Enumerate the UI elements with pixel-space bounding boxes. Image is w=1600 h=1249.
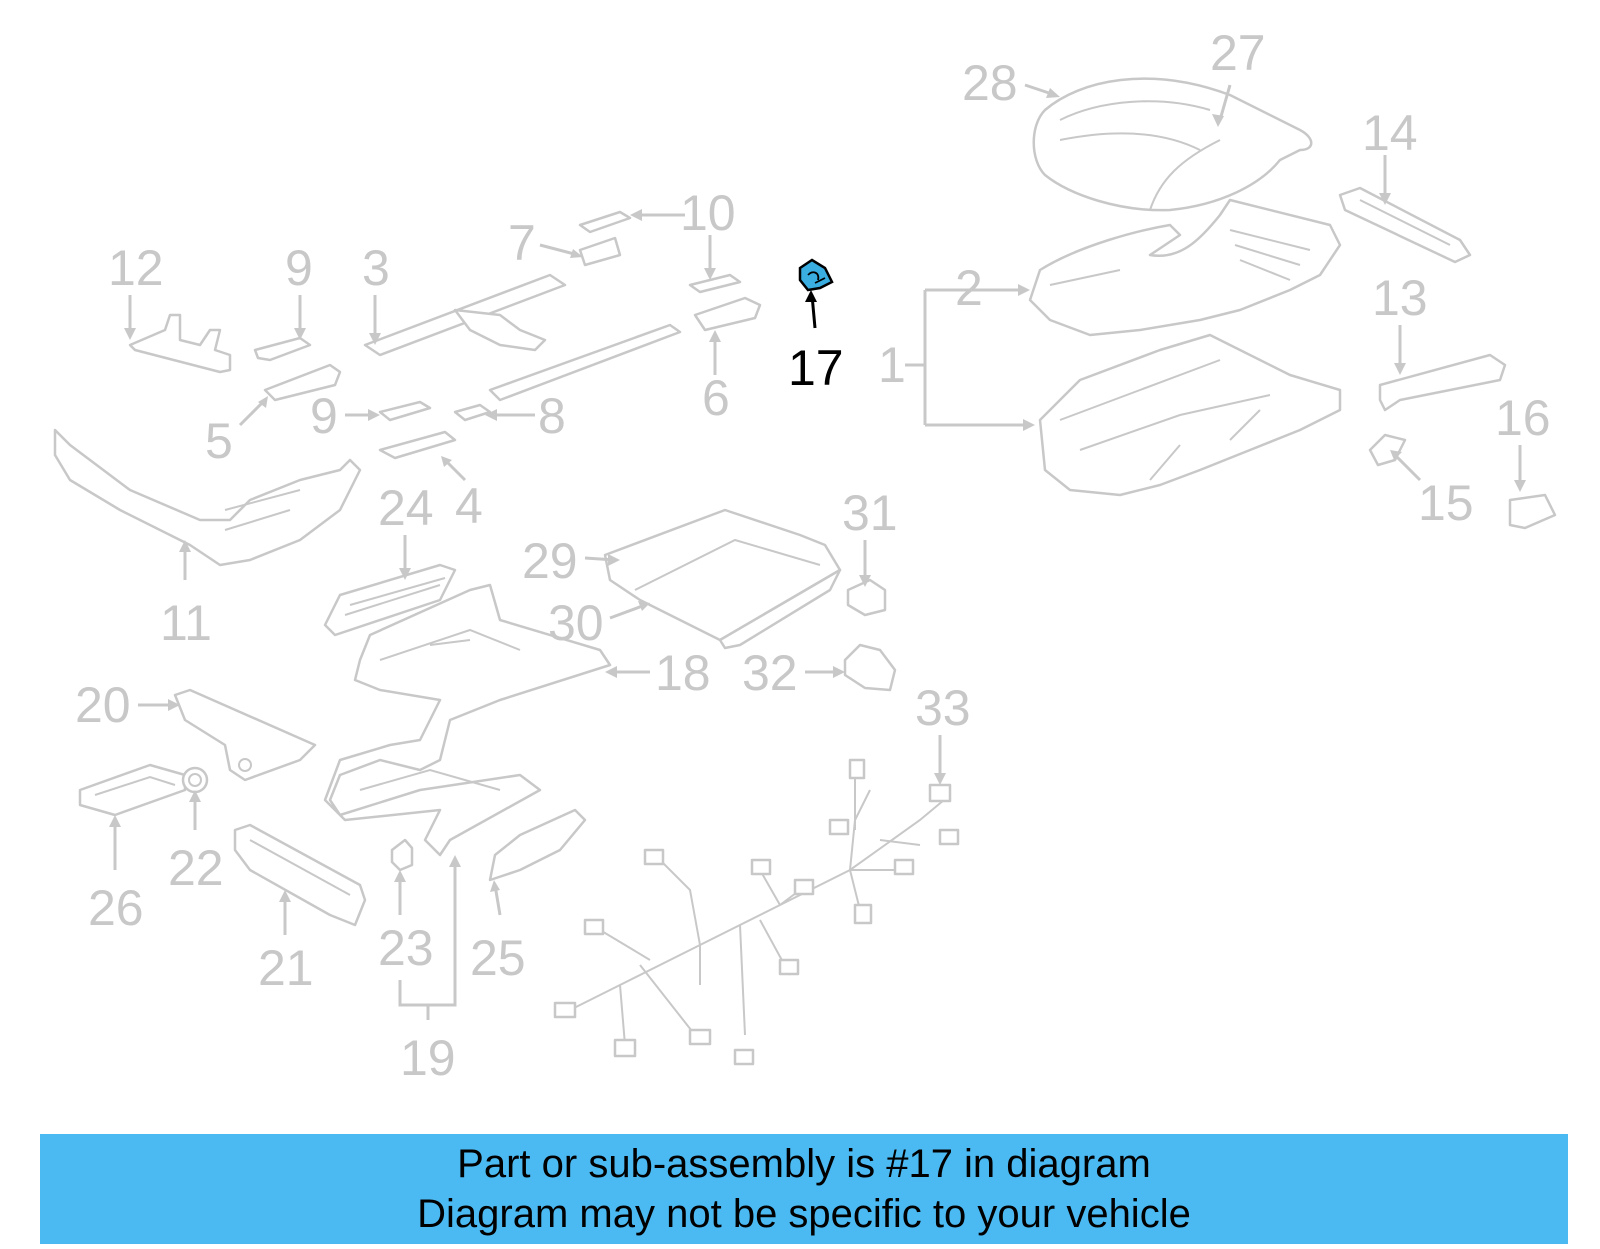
banner-line-disclaimer: Diagram may not be specific to your vehi… (417, 1192, 1191, 1236)
part-9-upper[interactable] (253, 336, 312, 362)
label-9-upper[interactable]: 9 (285, 240, 313, 296)
label-9-lower[interactable]: 9 (310, 388, 338, 444)
label-14[interactable]: 14 (1362, 105, 1418, 161)
part-1-seat-frame[interactable] (1038, 333, 1342, 497)
info-banner: Part or sub-assembly is #17 in diagram D… (40, 1134, 1568, 1244)
banner-background (40, 1134, 1568, 1244)
part-2-seat-pan[interactable] (1028, 198, 1342, 337)
arrowhead-17 (805, 290, 817, 302)
part-8-rail[interactable] (488, 323, 682, 402)
label-22[interactable]: 22 (168, 840, 224, 896)
part-31[interactable] (846, 578, 887, 617)
part-27-28-cushion[interactable] (1032, 77, 1313, 212)
part-30[interactable] (718, 568, 842, 650)
label-2[interactable]: 2 (955, 260, 983, 316)
label-13[interactable]: 13 (1372, 270, 1428, 326)
part-17-highlighted[interactable] (798, 258, 834, 292)
part-32[interactable] (843, 643, 897, 692)
part-21[interactable] (233, 823, 367, 927)
part-4[interactable] (378, 430, 457, 460)
label-8[interactable]: 8 (538, 388, 566, 444)
label-1[interactable]: 1 (878, 337, 906, 393)
part-5[interactable] (263, 363, 342, 402)
label-7[interactable]: 7 (508, 215, 536, 271)
part-18-lower-frame[interactable] (323, 583, 612, 857)
label-32[interactable]: 32 (742, 645, 798, 701)
part-22-ring[interactable] (181, 766, 209, 794)
part-11-side-cover[interactable] (53, 428, 362, 567)
part-12[interactable] (128, 313, 232, 374)
label-4[interactable]: 4 (455, 478, 483, 534)
label-20[interactable]: 20 (75, 677, 131, 733)
label-21[interactable]: 21 (258, 940, 314, 996)
label-28[interactable]: 28 (962, 55, 1018, 111)
part-24-mesh[interactable] (323, 563, 457, 637)
label-26[interactable]: 26 (88, 880, 144, 936)
label-6[interactable]: 6 (702, 370, 730, 426)
label-31[interactable]: 31 (842, 485, 898, 541)
part-3-rail[interactable] (363, 273, 567, 357)
part-29-mat[interactable] (603, 508, 842, 642)
banner-line-part-number: Part or sub-assembly is #17 in diagram (457, 1142, 1151, 1186)
label-10[interactable]: 10 (680, 185, 736, 241)
label-33[interactable]: 33 (915, 680, 971, 736)
label-23[interactable]: 23 (378, 920, 434, 976)
label-15[interactable]: 15 (1418, 475, 1474, 531)
label-19[interactable]: 19 (400, 1030, 456, 1086)
label-17-highlighted[interactable]: 17 (788, 340, 844, 396)
label-25[interactable]: 25 (470, 930, 526, 986)
leader-lines (113, 83, 1522, 1020)
part-9-lower[interactable] (378, 400, 432, 422)
label-27[interactable]: 27 (1210, 25, 1266, 81)
label-5[interactable]: 5 (205, 413, 233, 469)
part-8-small[interactable] (453, 403, 492, 422)
part-16[interactable] (1508, 493, 1557, 530)
label-24[interactable]: 24 (378, 480, 434, 536)
part-14[interactable] (1338, 186, 1472, 264)
label-29[interactable]: 29 (522, 533, 578, 589)
part-26-tray[interactable] (78, 763, 187, 817)
callout-labels: 1 2 3 4 5 6 7 8 9 9 10 11 12 13 14 15 16… (75, 25, 1551, 1086)
part-10[interactable] (578, 210, 742, 294)
arrowheads (109, 88, 1526, 902)
part-7[interactable] (578, 236, 622, 267)
part-33-wiring-harness[interactable] (553, 758, 960, 1066)
part-20[interactable] (173, 688, 317, 782)
part-6[interactable] (693, 296, 762, 332)
label-12[interactable]: 12 (108, 240, 164, 296)
label-18[interactable]: 18 (655, 645, 711, 701)
label-16[interactable]: 16 (1495, 390, 1551, 446)
part-25[interactable] (488, 808, 587, 882)
label-11[interactable]: 11 (160, 595, 212, 651)
part-13[interactable] (1378, 353, 1507, 412)
label-30[interactable]: 30 (548, 595, 604, 651)
label-3[interactable]: 3 (362, 240, 390, 296)
part-23[interactable] (390, 838, 414, 872)
